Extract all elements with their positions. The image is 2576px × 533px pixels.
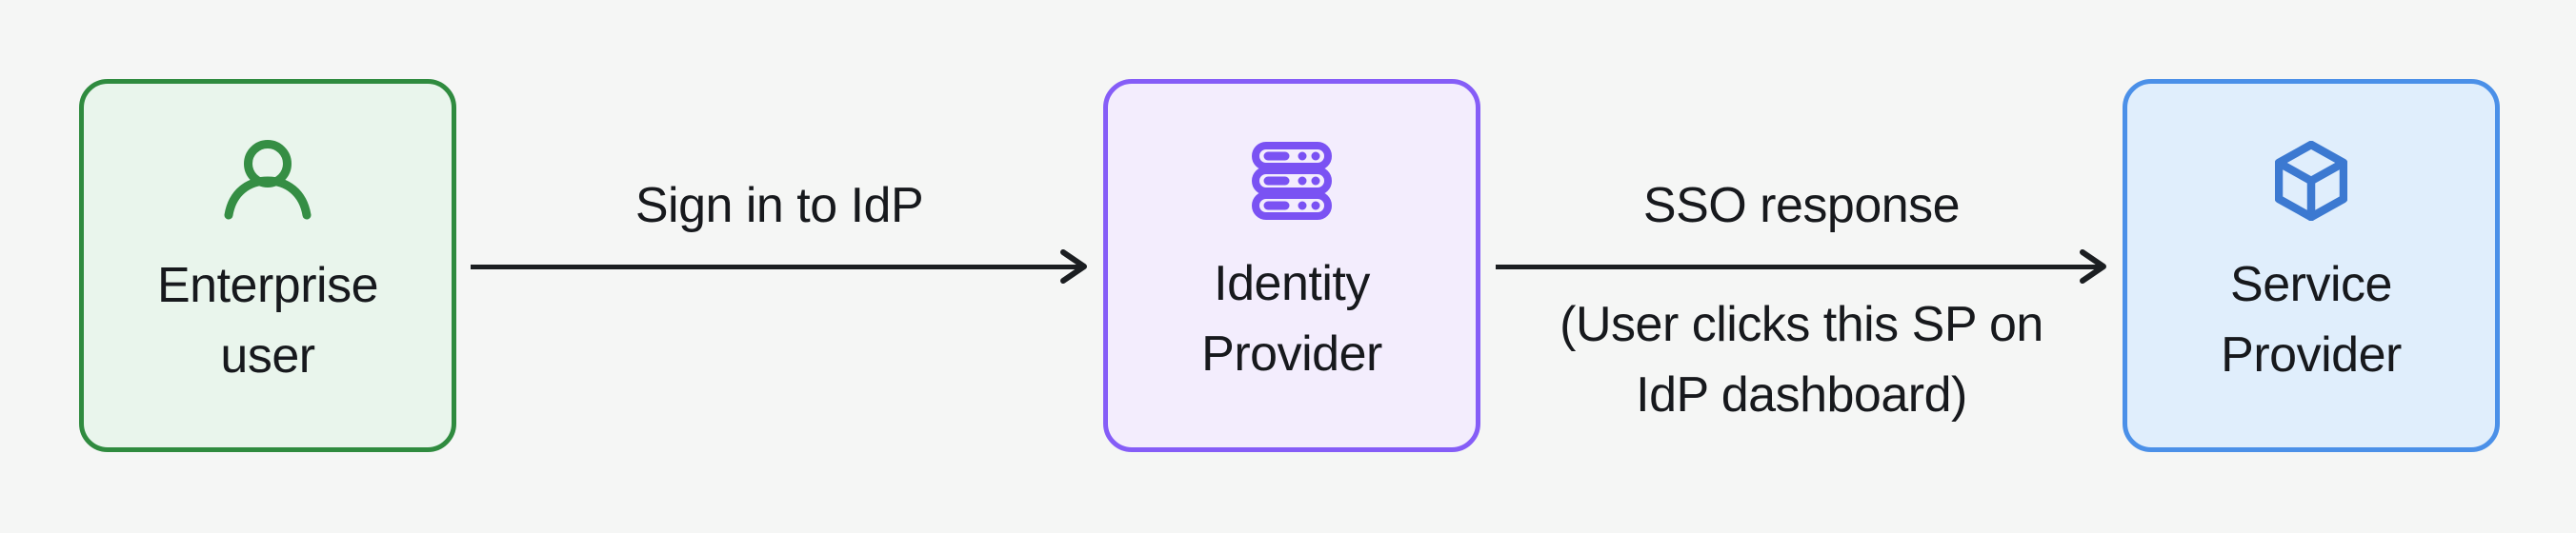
user-icon [222, 140, 313, 222]
arrow-line [471, 264, 1082, 269]
edge-sublabel: (User clicks this SP on IdP dashboard) [1560, 297, 2043, 423]
node-service-provider: Service Provider [2123, 79, 2500, 452]
edge-label: Sign in to IdP [634, 178, 924, 233]
node-enterprise-user: Enterprise user [79, 79, 456, 452]
node-label: Identity Provider [1201, 256, 1382, 382]
edge-sso-response: SSO response (User clicks this SP on IdP… [1480, 0, 2123, 533]
node-identity-provider: Identity Provider [1103, 79, 1480, 452]
cube-icon [2274, 140, 2348, 222]
edge-sign-in-to-idp: Sign in to IdP [455, 0, 1103, 533]
arrow-head-icon [1057, 247, 1090, 286]
arrow-head-icon [2077, 247, 2109, 286]
edge-label: SSO response [1642, 178, 1961, 233]
server-icon [1252, 142, 1332, 220]
node-label: Enterprise user [157, 258, 379, 384]
arrow-line [1496, 264, 2102, 269]
node-label: Service Provider [2221, 257, 2402, 383]
